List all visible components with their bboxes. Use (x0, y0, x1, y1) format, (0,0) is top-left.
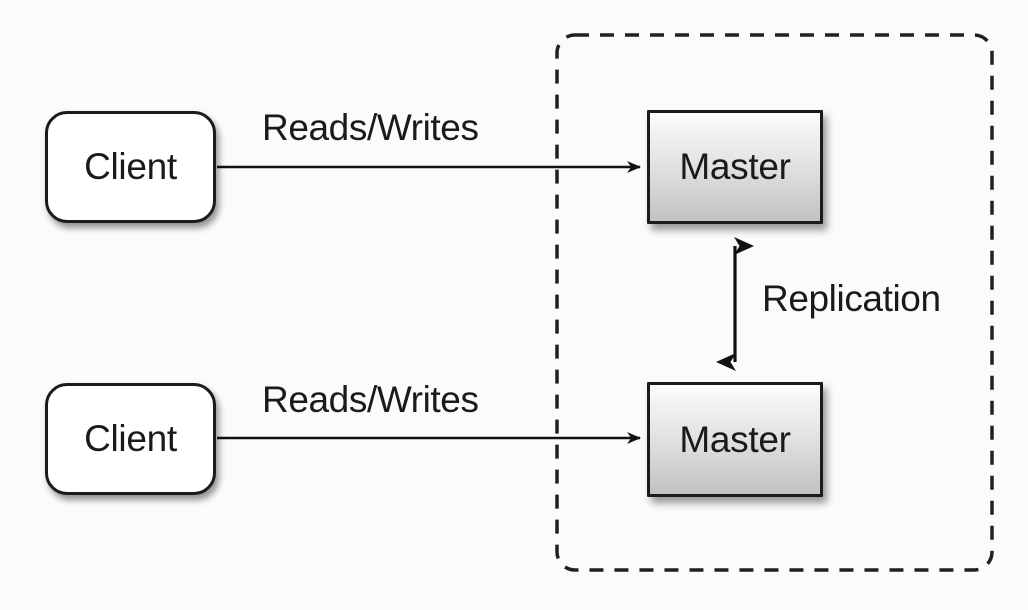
node-master-top-label: Master (679, 146, 791, 187)
node-master-bottom[interactable]: Master (647, 382, 823, 497)
node-client-bottom-label: Client (84, 418, 177, 459)
node-master-bottom-label: Master (679, 418, 791, 460)
node-master-top[interactable]: Master (647, 110, 823, 224)
edge-label-reads-writes-bottom: Reads/Writes (262, 379, 479, 420)
node-client-top-label: Client (84, 146, 177, 187)
edge-label-replication: Replication (762, 278, 941, 319)
edge-label-reads-writes-top: Reads/Writes (262, 107, 479, 148)
node-client-bottom[interactable]: Client (45, 383, 216, 495)
replication-cluster-boundary (555, 33, 994, 572)
node-client-top[interactable]: Client (45, 111, 216, 223)
